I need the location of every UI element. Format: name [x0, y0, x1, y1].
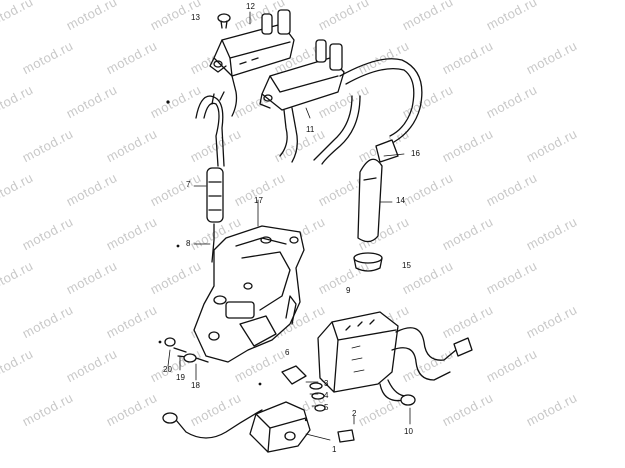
- ignition-coil-11: [259, 39, 345, 163]
- callout-16: 16: [411, 149, 420, 158]
- callout-3: 3: [324, 379, 329, 388]
- callout-18: 18: [191, 381, 200, 390]
- callout-14: 14: [396, 196, 405, 205]
- callout-12: 12: [246, 2, 255, 11]
- rubber-mount-parts: [281, 365, 326, 412]
- screw-13: [217, 13, 231, 29]
- bolt-set-18-20: [164, 337, 209, 381]
- high-tension-lead: [313, 58, 423, 165]
- spark-plug-cap-14: [357, 158, 393, 243]
- callout-13: 13: [191, 13, 200, 22]
- reference-markers: [158, 100, 308, 422]
- callout-7: 7: [186, 180, 191, 189]
- callout-2: 2: [352, 409, 357, 418]
- callout-17: 17: [254, 196, 263, 205]
- callout-5: 5: [324, 403, 329, 412]
- callout-20: 20: [163, 365, 172, 374]
- wire-harness-7: [193, 91, 225, 263]
- callout-6: 6: [285, 348, 290, 357]
- ignition-coil-12: [209, 9, 295, 117]
- leader-11: [305, 107, 311, 119]
- lower-bracket-1: [162, 401, 331, 453]
- cdi-unit-6: [317, 311, 399, 393]
- callout-19: 19: [176, 373, 185, 382]
- plug-cap-cover-15: [353, 252, 383, 272]
- callout-4: 4: [324, 391, 329, 400]
- callout-10: 10: [404, 427, 413, 436]
- callout-1: 1: [332, 445, 337, 454]
- mounting-bracket-17: [193, 199, 305, 363]
- callout-15: 15: [402, 261, 411, 270]
- callout-9: 9: [346, 286, 351, 295]
- callout-11: 11: [306, 125, 315, 134]
- screw-2: [337, 415, 355, 443]
- lead-wires-10: [379, 327, 473, 425]
- callout-8: 8: [186, 239, 191, 248]
